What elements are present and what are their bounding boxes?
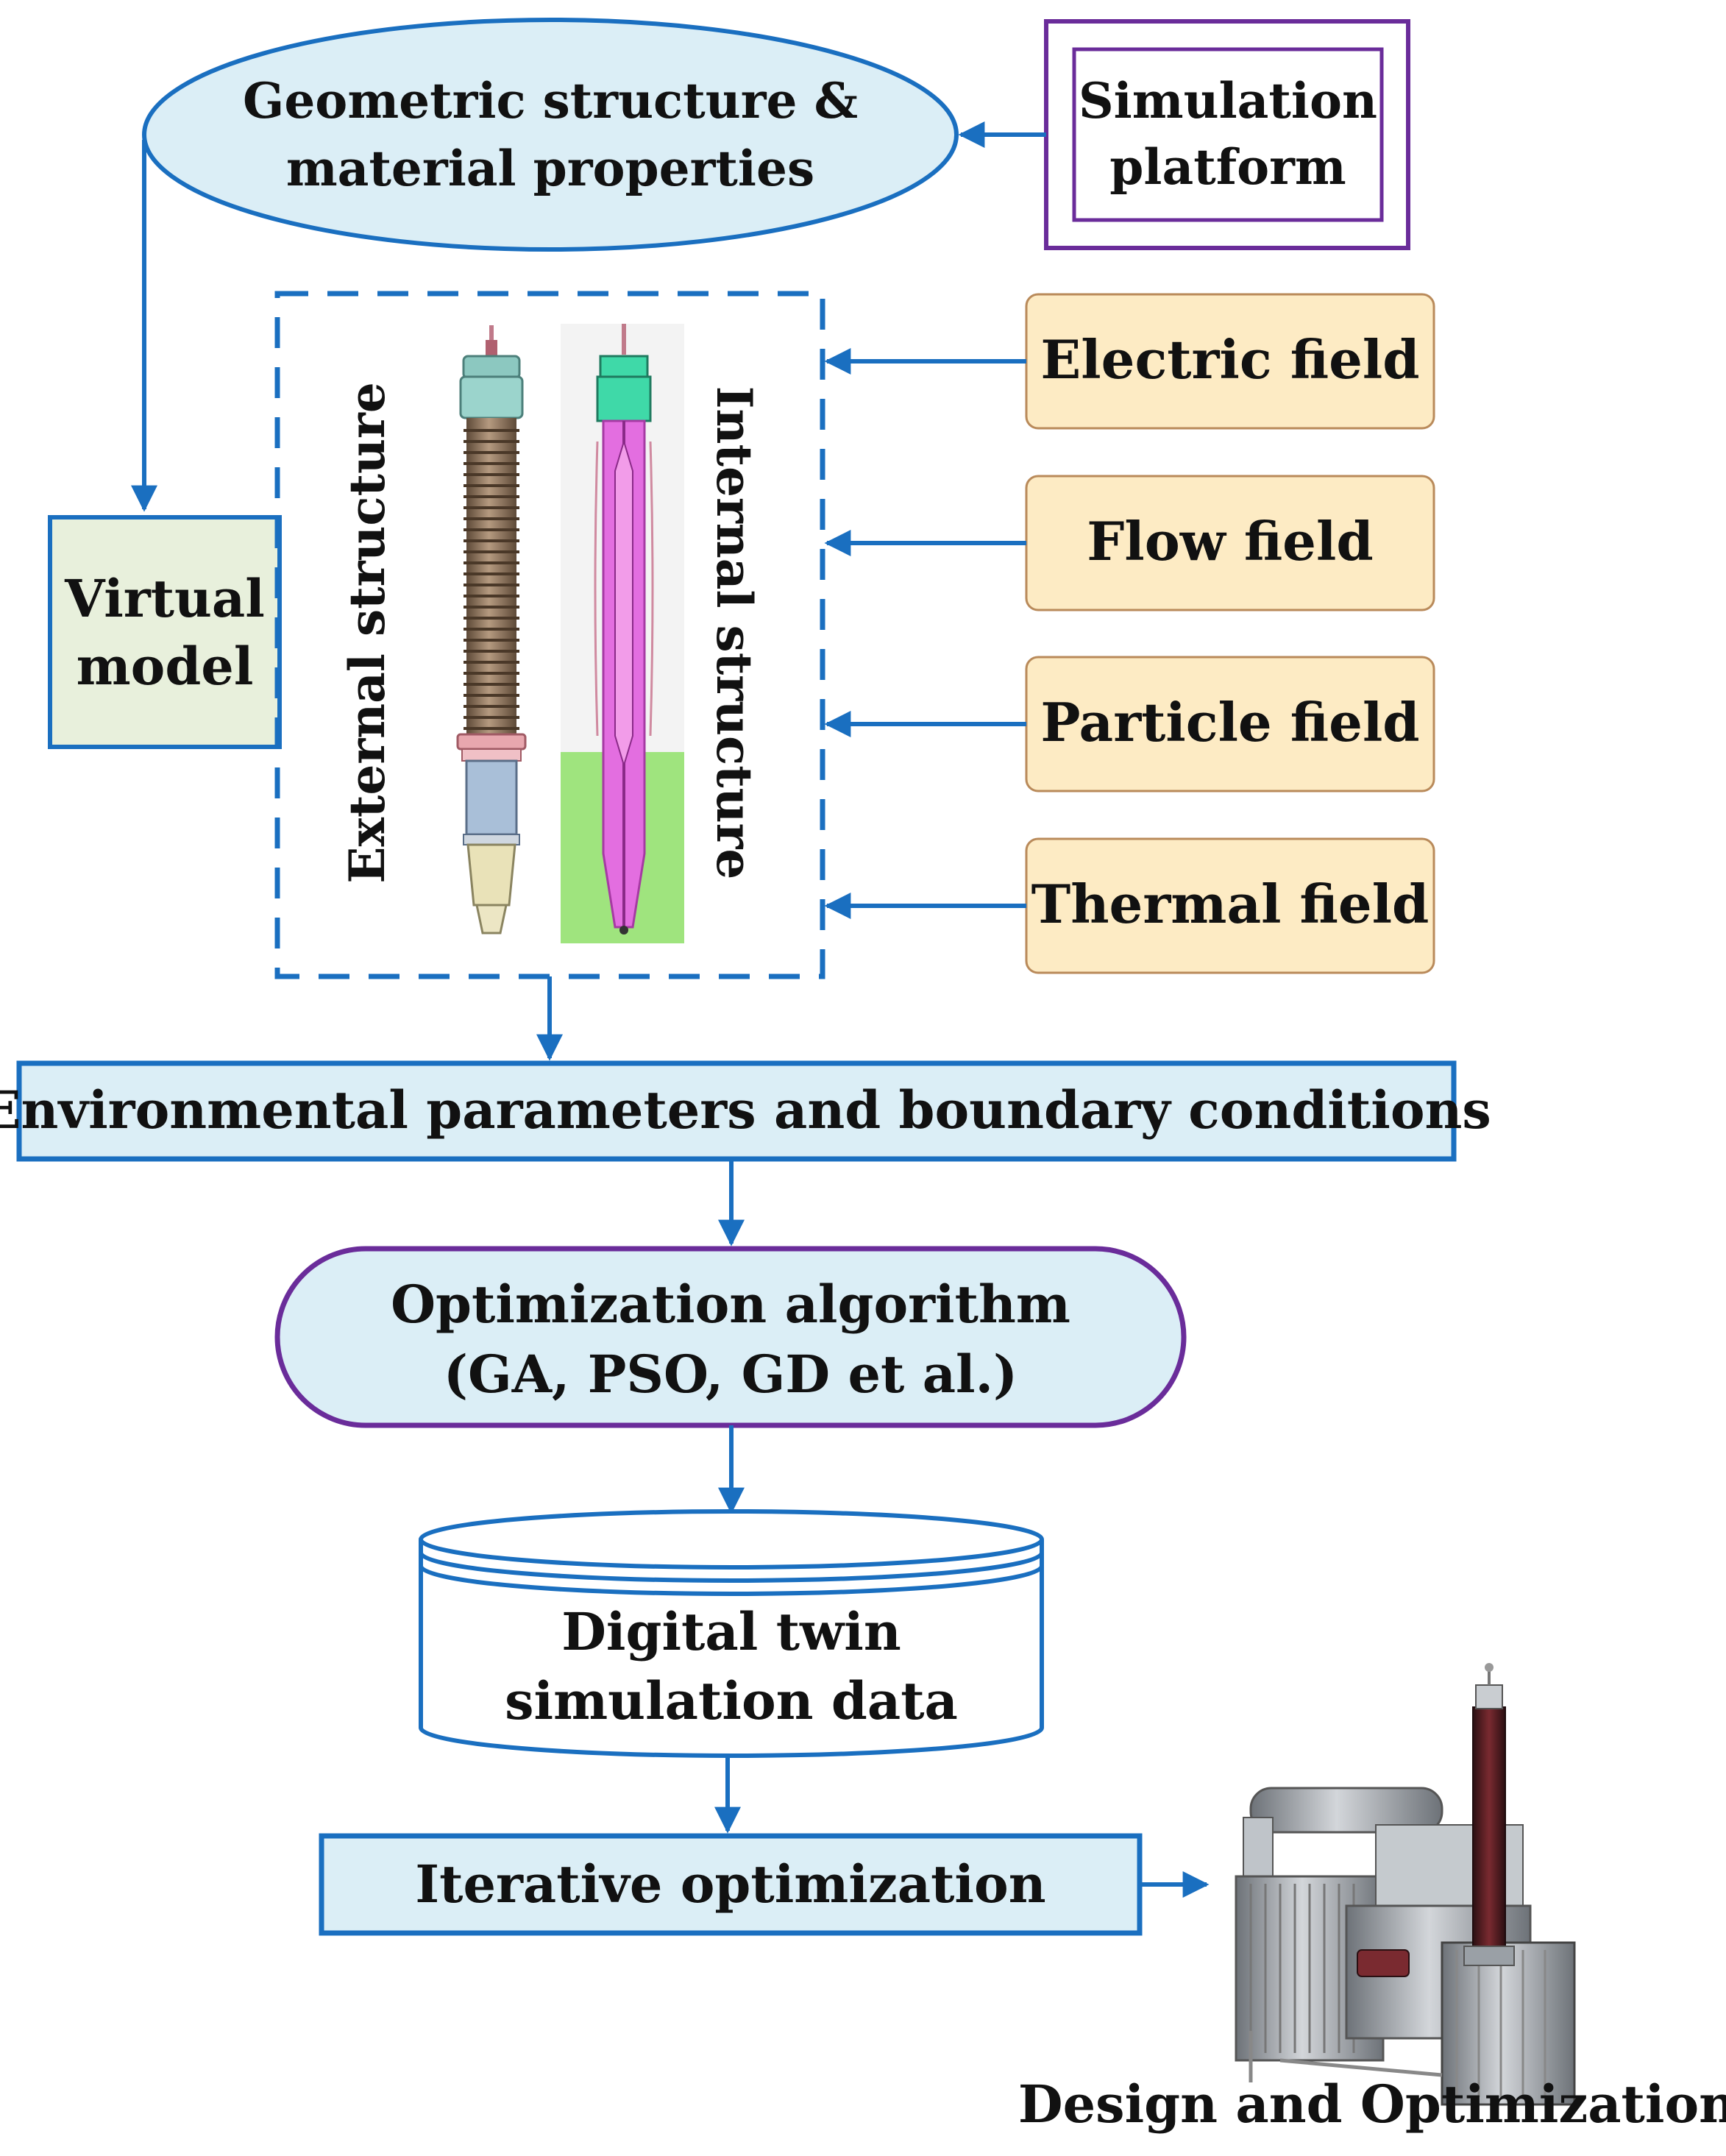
internal-bushing-image [561,324,684,943]
virtual-model-line2: model [77,636,254,697]
transformer-image [1235,1663,1576,2106]
field-electric-label: Electric field [1040,328,1419,391]
simulation-platform-node: Simulation platform [1044,19,1410,250]
optimization-line1: Optimization algorithm [391,1274,1070,1335]
field-thermal: Thermal field [1025,837,1435,974]
structure-dashed-box [274,291,825,979]
optimization-line2: (GA, PSO, GD et al.) [444,1344,1018,1405]
geometry-line1: Geometric structure & [243,72,858,130]
design-label: Design and Optimization [1018,2074,1726,2135]
external-bushing-image [456,325,527,935]
field-particle: Particle field [1025,656,1435,792]
simulation-platform-line1: Simulation [1079,72,1377,130]
geometry-node: Geometric structure & material propertie… [142,18,959,252]
environment-label: Environmental parameters and boundary co… [0,1079,1491,1141]
virtual-model-node: Virtual model [48,515,282,749]
field-particle-label: Particle field [1040,691,1419,753]
field-flow-label: Flow field [1087,510,1373,572]
iterative-node: Iterative optimization [319,1833,1143,1936]
geometry-line2: material properties [286,140,814,197]
field-electric: Electric field [1025,293,1435,430]
iterative-label: Iterative optimization [415,1854,1045,1915]
virtual-model-line1: Virtual [64,568,265,629]
field-thermal-label: Thermal field [1031,873,1430,935]
external-structure-label: External structure [338,382,396,884]
optimization-node: Optimization algorithm (GA, PSO, GD et a… [274,1246,1187,1428]
digital-twin-line1: Digital twin [561,1601,901,1662]
field-flow: Flow field [1025,475,1435,611]
internal-structure-label: Internal structure [706,386,763,880]
simulation-platform-line2: platform [1109,138,1346,196]
digital-twin-node: Digital twin simulation data [419,1509,1044,1758]
digital-twin-line2: simulation data [505,1670,958,1731]
environment-node: Environmental parameters and boundary co… [0,1060,1491,1162]
